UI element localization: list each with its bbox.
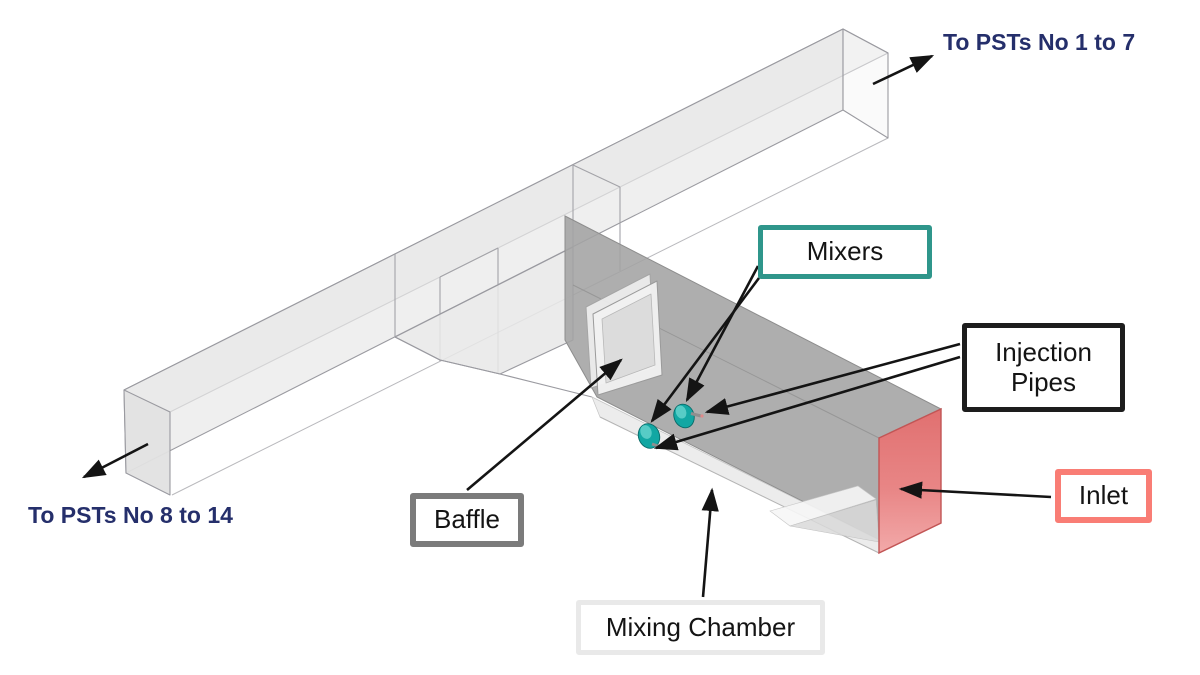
annotation-arrows [81, 54, 1052, 598]
injection-pipes-label-text: Injection Pipes [995, 336, 1092, 397]
injection-pipe-2 [690, 412, 704, 418]
mixers-label-text: Mixers [806, 236, 884, 267]
arrow-injection-to-pipe1 [653, 355, 961, 451]
main-duct [123, 28, 889, 496]
arrow-flow-out-top [872, 54, 935, 86]
duct-left-end-face [123, 389, 171, 496]
arrow-inlet [898, 481, 1052, 499]
arrow-injection-to-pipe2 [704, 342, 961, 415]
duct-hopper-bottom-edge [394, 336, 593, 398]
injection-pipes-label-box: Injection Pipes [962, 323, 1125, 412]
mixing-chamber-label-box: Mixing Chamber [576, 600, 825, 655]
mixing-chamber-label-text: Mixing Chamber [605, 611, 796, 642]
arrow-flow-out-bottom [81, 442, 149, 479]
chamber-floor-wedge [769, 485, 880, 543]
inlet-face [878, 407, 942, 555]
arrow-mixers-to-mixer1 [650, 277, 761, 423]
arrow-mixers-to-mixer2 [685, 265, 760, 403]
duct-right-end-face [842, 28, 889, 139]
baffle-label-text: Baffle [433, 504, 500, 535]
baffle-label-box: Baffle [410, 493, 524, 547]
arrow-mixing-chamber [701, 487, 719, 598]
inlet-label-text: Inlet [1078, 480, 1129, 511]
mixer-2 [673, 403, 695, 429]
mixers-label-box: Mixers [758, 225, 932, 279]
outlet-bottom-text: To PSTs No 8 to 14 [28, 502, 233, 528]
arrow-baffle [466, 358, 623, 491]
inlet-label-box: Inlet [1055, 469, 1152, 523]
outlet-top-text: To PSTs No 1 to 7 [943, 29, 1136, 55]
